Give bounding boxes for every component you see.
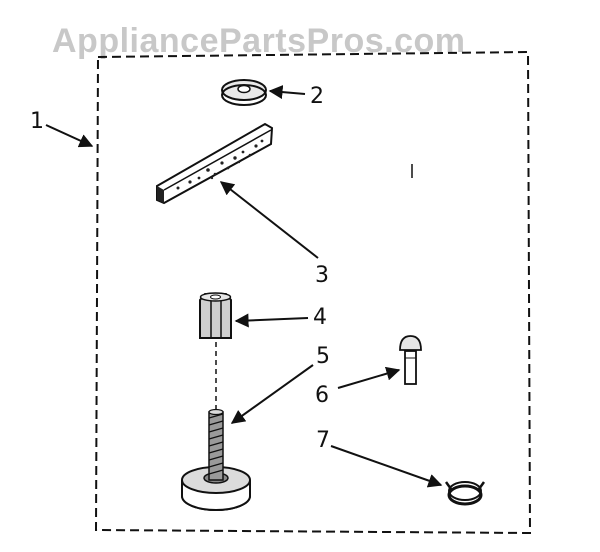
callout-3-leader <box>219 181 319 259</box>
part-4-coupling-nut <box>199 292 232 339</box>
kit-boundary-outline <box>94 50 532 535</box>
part-3-strap <box>156 122 274 205</box>
callout-1-leader <box>45 124 94 148</box>
part-7-clamp <box>444 481 486 506</box>
part-5-leveling-leg <box>181 408 251 511</box>
callout-5-leader <box>230 364 314 424</box>
callout-2-leader <box>268 85 306 100</box>
callout-5-label: 5 <box>316 344 330 369</box>
callout-4-label: 4 <box>313 305 327 330</box>
callout-3-label: 3 <box>315 263 329 288</box>
callout-6-label: 6 <box>315 383 329 408</box>
callout-2-label: 2 <box>310 84 324 109</box>
callout-7-leader <box>330 445 443 488</box>
callout-6-leader <box>337 366 401 389</box>
part-2-washer <box>221 79 267 106</box>
callout-7-label: 7 <box>316 428 330 453</box>
part-6-bolt <box>399 335 422 385</box>
callout-1-label: 1 <box>30 109 44 134</box>
callout-4-leader <box>234 313 309 328</box>
